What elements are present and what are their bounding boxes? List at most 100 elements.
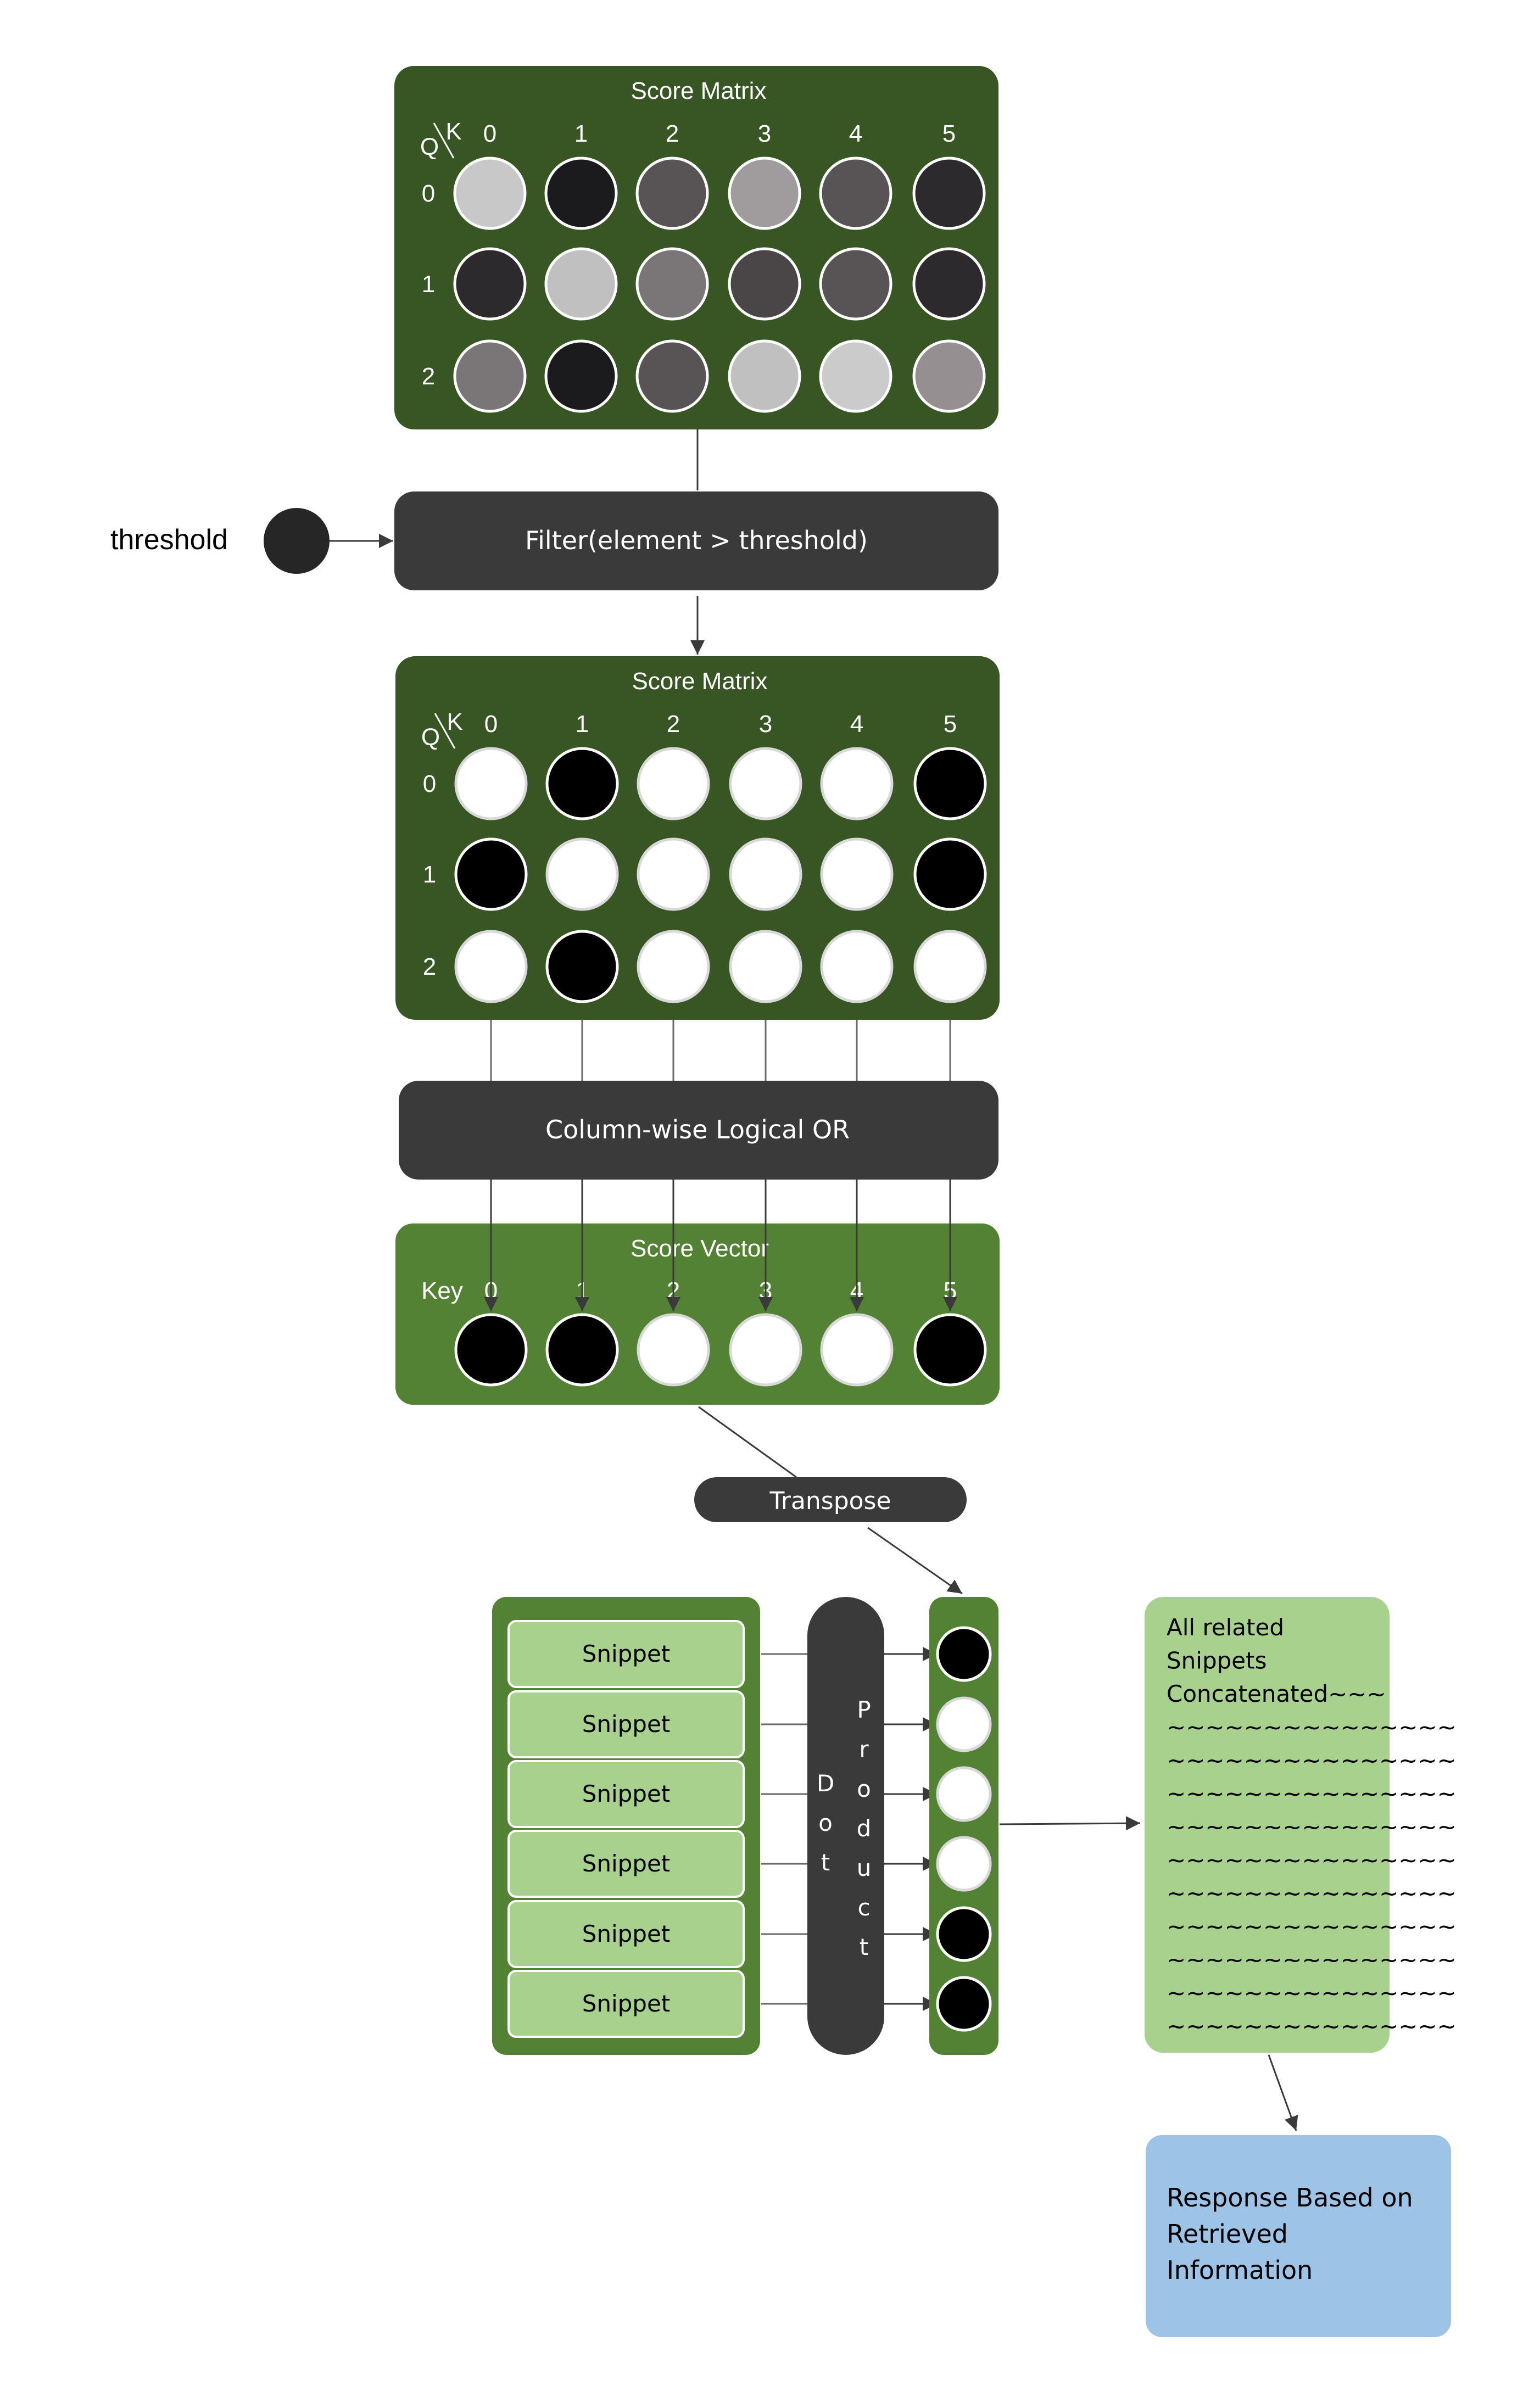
score-matrix-2-title: Score Matrix: [632, 668, 768, 695]
score-cell: [637, 837, 710, 911]
score-matrix-1-col-label: 2: [666, 120, 679, 147]
score-cell: [453, 339, 527, 413]
connector-vector-transpose: [698, 1406, 797, 1478]
score-matrix-1-row-label: 1: [422, 271, 435, 298]
score-cell: [820, 747, 894, 820]
score-cell: [820, 930, 894, 1003]
score-matrix-2-row-label: 2: [423, 953, 436, 980]
dot-product-letter: o: [818, 1809, 833, 1836]
snippet-panel: SnippetSnippetSnippetSnippetSnippetSnipp…: [492, 1597, 760, 2055]
score-cell: [637, 930, 710, 1003]
concat-line: ~~~~~~~~~~~~~~~: [1167, 1980, 1457, 2007]
or-box: Column-wise Logical OR: [399, 1081, 998, 1180]
concat-line: ~~~~~~~~~~~~~~~: [1167, 1747, 1457, 1774]
filter-box: Filter(element > threshold): [394, 491, 998, 590]
score-matrix-2-row-headers: 012: [423, 770, 436, 980]
or-box-shape: [399, 1081, 998, 1180]
or-box-label: Column-wise Logical OR: [545, 1115, 850, 1144]
score-matrix-1-row-headers: 012: [422, 180, 435, 390]
score-cell: [819, 339, 892, 413]
score-cell: [728, 247, 801, 321]
score-cell: [544, 157, 618, 230]
score-matrix-1-panel: [394, 66, 998, 429]
score-matrix-2-qk-divider: [434, 713, 456, 749]
connectors-or-vector: [484, 1180, 957, 1311]
response-line: Information: [1167, 2255, 1313, 2285]
dot-product-shape: [807, 1597, 884, 2055]
score-matrix-1-cells: [453, 157, 986, 413]
connector-vector-concat: [999, 1816, 1141, 1831]
concat-line: ~~~~~~~~~~~~~~~: [1167, 1714, 1457, 1741]
score-cell: [913, 747, 987, 820]
score-cell: [635, 157, 709, 230]
transposed-vector-cell: [936, 1976, 992, 2032]
transposed-vector: [929, 1597, 998, 2055]
score-cell: [728, 339, 801, 413]
transposed-vector-cell: [936, 1836, 992, 1892]
dot-product-letter: D: [817, 1770, 834, 1797]
transpose-box-label: Transpose: [769, 1487, 891, 1515]
response-line: Response Based on: [1167, 2183, 1413, 2213]
score-matrix-1-qk-divider: [433, 122, 455, 159]
snippet-label: Snippet: [582, 1640, 671, 1667]
dot-product-letter: c: [857, 1894, 870, 1921]
concat-line: ~~~~~~~~~~~~~~~: [1167, 1913, 1457, 1940]
score-cell: [544, 339, 618, 413]
score-cell: [819, 247, 892, 321]
score-matrix-2-k-label: K: [447, 708, 462, 735]
score-cell: [912, 157, 986, 230]
score-matrix-1-col-label: 0: [483, 120, 496, 147]
snippet-item: Snippet: [507, 1690, 745, 1758]
score-matrix-2-col-label: 4: [850, 711, 863, 738]
snippet-item: Snippet: [507, 1830, 745, 1898]
filter-box-label: Filter(element > threshold): [525, 526, 868, 555]
score-vector-title: Score Vector: [631, 1235, 769, 1262]
score-cell: [635, 339, 709, 413]
score-matrix-2-col-label: 5: [944, 711, 957, 738]
score-cell: [728, 157, 801, 230]
snippet-box: [507, 1690, 745, 1758]
response-line: Retrieved: [1167, 2219, 1288, 2249]
filter-box-shape: [394, 491, 998, 590]
score-cell: [544, 247, 618, 321]
score-cell: [913, 837, 987, 911]
connector-transpose-column: [867, 1527, 963, 1595]
snippet-item: Snippet: [507, 1760, 745, 1828]
concat-line: ~~~~~~~~~~~~~~~: [1167, 2013, 1457, 2040]
dot-product-letter: t: [821, 1849, 830, 1876]
snippet-item: Snippet: [507, 1970, 745, 2038]
snippet-box: [507, 1970, 745, 2038]
connectors-snippets-vector: [761, 1647, 937, 2011]
score-vector-cell: [454, 1313, 528, 1387]
concat-box-text: All relatedSnippetsConcatenated~~~~~~~~~…: [1167, 1614, 1457, 2040]
transpose-box: Transpose: [694, 1477, 967, 1522]
score-cell: [912, 339, 986, 413]
concat-line: ~~~~~~~~~~~~~~~: [1167, 1946, 1457, 1973]
connector-concat-response: [1268, 2054, 1298, 2131]
score-cell: [637, 747, 710, 820]
score-matrix-1-col-label: 3: [758, 120, 771, 147]
snippet-label: Snippet: [582, 1920, 671, 1947]
response-box-shape: [1146, 2135, 1451, 2337]
score-matrix-1-q-label: Q: [420, 133, 439, 160]
score-matrix-1-col-label: 5: [942, 120, 956, 147]
score-vector-cell: [729, 1313, 802, 1387]
concat-line: Concatenated~~~: [1167, 1680, 1386, 1707]
score-matrix-2-col-label: 0: [484, 711, 498, 738]
snippet-label: Snippet: [582, 1780, 671, 1807]
score-cell: [729, 837, 802, 911]
snippet-label: Snippet: [582, 1850, 671, 1877]
score-cell: [819, 157, 892, 230]
connectors-matrix2-or: [490, 1020, 951, 1081]
dot-product-letter: P: [857, 1696, 871, 1723]
transpose-box-shape: [694, 1477, 967, 1522]
threshold-node: [264, 508, 330, 574]
score-matrix-1-row-label: 2: [422, 363, 435, 390]
